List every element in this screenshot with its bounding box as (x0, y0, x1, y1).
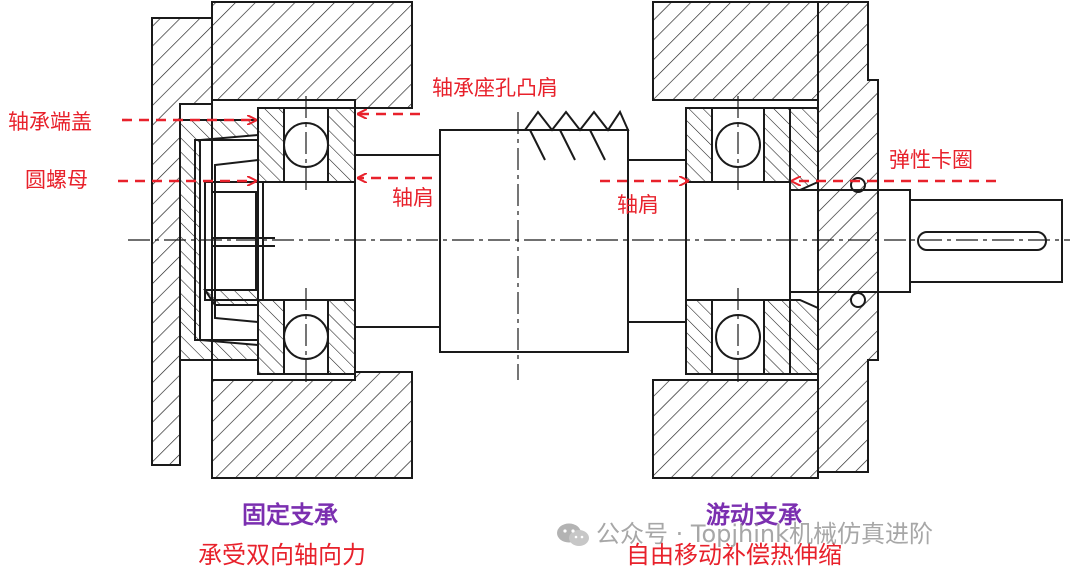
centerlines (128, 96, 1070, 386)
fixed-support-desc: 承受双向轴向力 (198, 541, 366, 569)
label-circlip: 弹性卡圈 (889, 148, 973, 172)
left-housing (151, 1, 413, 479)
floating-support-title: 游动支承 (706, 501, 802, 529)
gear-teeth (523, 109, 630, 161)
watermark: 公众号 · Topjhink机械仿真进阶 (556, 522, 933, 548)
label-shaft-shoulder-left: 轴肩 (392, 186, 434, 210)
label-round-nut: 圆螺母 (25, 168, 88, 192)
label-bearing-end-cap: 轴承端盖 (8, 110, 92, 134)
label-shaft-shoulder-right: 轴肩 (617, 193, 659, 217)
annotation-leaders (118, 114, 996, 181)
label-housing-shoulder: 轴承座孔凸肩 (432, 76, 558, 100)
floating-support-desc: 自由移动补偿热伸缩 (626, 541, 842, 569)
right-cover (789, 107, 866, 375)
watermark-text: 公众号 · Topjhink机械仿真进阶 (596, 520, 934, 548)
right-housing (652, 1, 879, 479)
fixed-support-title: 固定支承 (242, 501, 338, 529)
wechat-icon (557, 523, 589, 546)
